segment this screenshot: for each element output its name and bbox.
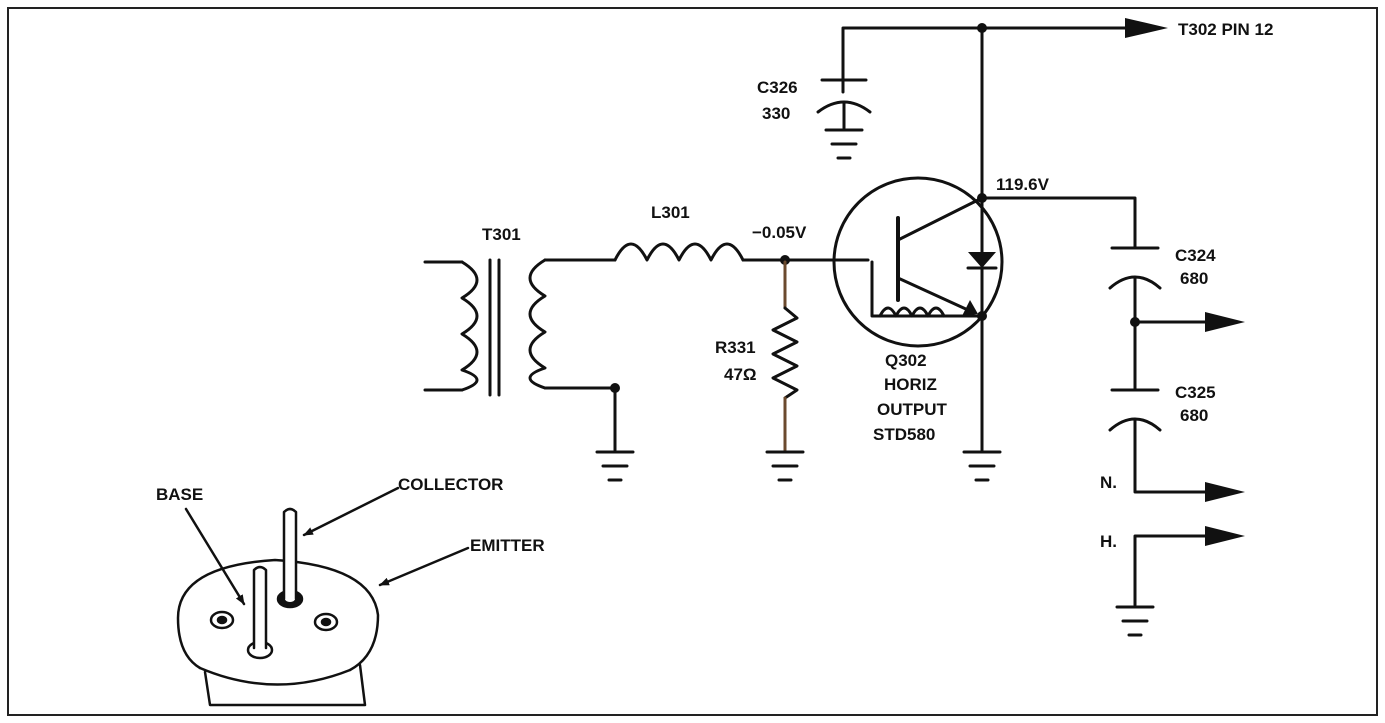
figure-frame (7, 7, 1378, 716)
label-t302-pin: T302 PIN 12 (1178, 20, 1273, 39)
label-pin-collector: COLLECTOR (398, 475, 503, 494)
label-t301: T301 (482, 225, 521, 244)
label-l301: L301 (651, 203, 690, 222)
label-c326-value: 330 (762, 104, 790, 123)
label-c324-name: C324 (1175, 246, 1216, 265)
label-c325-name: C325 (1175, 383, 1216, 402)
label-q302-desc-2: OUTPUT (877, 400, 948, 419)
inductor-l301 (613, 242, 870, 265)
label-c325-value: 680 (1180, 406, 1208, 425)
label-pin-base: BASE (156, 485, 203, 504)
label-tap-h: H. (1100, 532, 1117, 551)
label-collector-voltage: 119.6V (996, 175, 1050, 194)
label-r331-value: 47Ω (724, 365, 757, 384)
label-base-voltage: −0.05V (752, 223, 807, 242)
top-rail (841, 18, 1168, 203)
label-r331-name: R331 (715, 338, 756, 357)
capacitor-c326 (816, 78, 872, 160)
label-c324-value: 680 (1180, 269, 1208, 288)
label-tap-n: N. (1100, 473, 1117, 492)
labels: T302 PIN 12 C326 330 T301 L301 −0.05V 11… (156, 20, 1273, 555)
label-q302-desc-1: HORIZ (884, 375, 937, 394)
label-q302-part: STD580 (873, 425, 935, 444)
label-c326-name: C326 (757, 78, 798, 97)
label-pin-emitter: EMITTER (470, 536, 545, 555)
transistor-q302 (832, 176, 1004, 482)
transformer-t301 (423, 258, 635, 482)
label-q302-name: Q302 (885, 351, 927, 370)
transistor-package-drawing (176, 486, 470, 707)
output-branch (980, 196, 1245, 637)
resistor-r331 (765, 260, 805, 482)
